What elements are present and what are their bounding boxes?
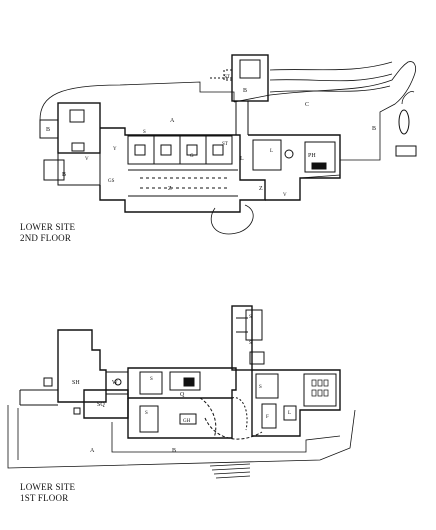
lower-label-s1: S xyxy=(150,377,153,382)
lower-caption-line1: LOWER SITE xyxy=(20,482,76,492)
lower-right-block xyxy=(251,369,341,437)
upper-plan xyxy=(39,54,417,235)
upper-label-b2: B xyxy=(62,172,66,178)
upper-label-y: Y xyxy=(113,147,117,152)
upper-label-a: A xyxy=(170,118,175,124)
lower-label-sq: SQ xyxy=(97,402,105,408)
upper-caption-line2: 2ND FLOOR xyxy=(20,233,72,243)
lower-label-sh: SH xyxy=(72,380,80,386)
upper-label-g: G xyxy=(190,154,194,159)
upper-label-b1: B xyxy=(46,127,50,133)
upper-label-l: L xyxy=(240,156,244,162)
lower-plan xyxy=(7,305,356,479)
upper-label-st1: ST xyxy=(224,75,230,80)
lower-caption-line2: 1ST FLOOR xyxy=(20,493,69,503)
upper-caption-line1: LOWER SITE xyxy=(20,222,76,232)
upper-label-b3: B xyxy=(243,88,247,94)
lower-label-l: L xyxy=(288,411,291,416)
lower-label-s5: S xyxy=(249,315,252,320)
upper-label-c: C xyxy=(305,102,309,108)
lower-label-f: F xyxy=(266,415,269,420)
lower-label-q: Q xyxy=(180,392,185,398)
lower-label-s4: S xyxy=(259,385,262,390)
upper-label-z1: Z xyxy=(168,186,172,192)
lower-sh-block xyxy=(57,329,107,403)
lower-stair-tower xyxy=(231,305,253,371)
lower-label-w: W xyxy=(112,380,118,386)
upper-right-block xyxy=(248,134,341,201)
upper-site-outline xyxy=(39,61,416,179)
upper-label-z2: Z xyxy=(259,186,263,192)
lower-label-gh: GH xyxy=(183,419,191,424)
upper-pool xyxy=(269,61,393,93)
upper-plan-caption: LOWER SITE 2ND FLOOR xyxy=(20,222,75,244)
lower-site-outline xyxy=(7,405,356,469)
upper-label-ph: PH xyxy=(308,153,316,159)
upper-label-s: S xyxy=(143,130,146,135)
lower-label-s2: S xyxy=(145,411,148,416)
lower-label-s3: S xyxy=(249,341,252,346)
upper-label-gs: GS xyxy=(108,179,115,184)
upper-label-st2: ST xyxy=(222,142,228,147)
upper-label-v2: V xyxy=(283,193,287,198)
lower-label-b: B xyxy=(172,448,176,454)
upper-label-v1: V xyxy=(85,157,89,162)
upper-label-b4: B xyxy=(372,126,376,132)
lower-label-a: A xyxy=(90,448,95,454)
lower-plan-caption: LOWER SITE 1ST FLOOR xyxy=(20,482,75,504)
upper-label-l2: L xyxy=(270,149,273,154)
